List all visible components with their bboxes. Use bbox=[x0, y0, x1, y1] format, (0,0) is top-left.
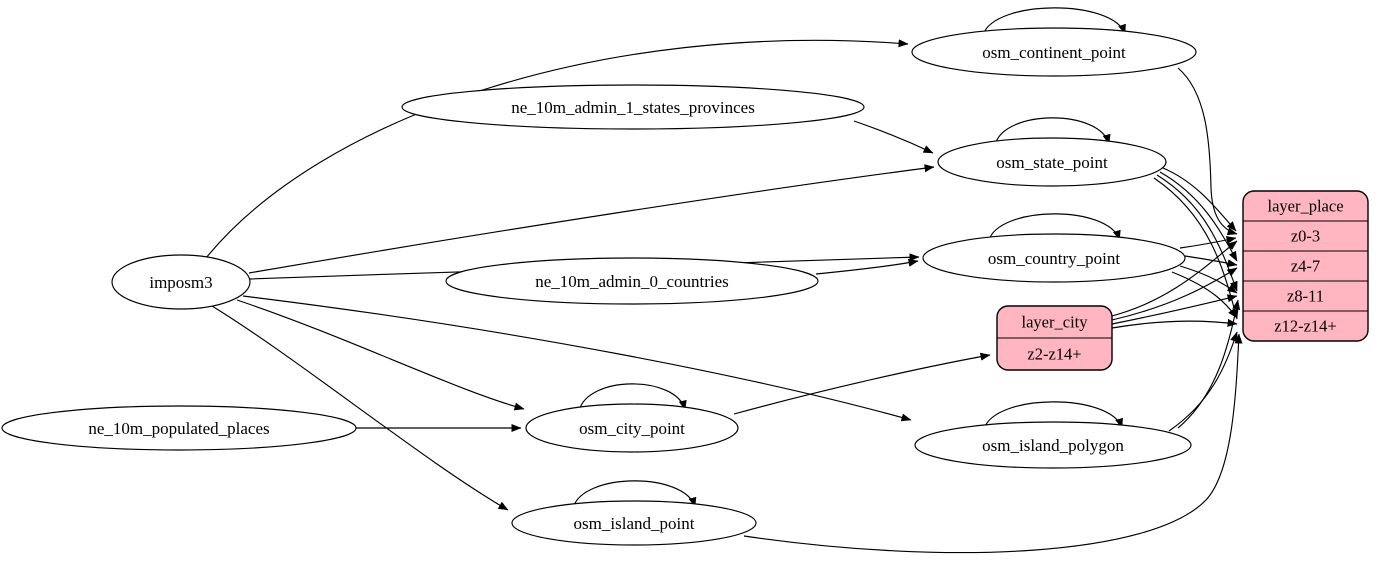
node-ne_10m_populated_places: ne_10m_populated_places bbox=[1, 405, 357, 451]
node-osm_continent_point: osm_continent_point bbox=[911, 27, 1197, 77]
ne_10m_admin_0_countries-label: ne_10m_admin_0_countries bbox=[535, 272, 729, 291]
osm_city_point-ellipse bbox=[525, 403, 739, 453]
edge-osm_island_point-to-osm_island_point bbox=[572, 480, 697, 509]
osm_island_point-ellipse bbox=[511, 500, 757, 546]
node-osm_state_point: osm_state_point bbox=[937, 137, 1167, 187]
osm_city_point-label: osm_city_point bbox=[579, 419, 685, 438]
edge-osm_state_point-to-layer_place-z8-11 bbox=[1156, 174, 1238, 292]
layer_place-field-z12-z14+: z12-z14+ bbox=[1274, 317, 1336, 336]
edge-osm_continent_point-to-layer_place-z0-3 bbox=[1177, 67, 1238, 236]
edge-imposm3-to-osm_continent_point bbox=[205, 39, 909, 259]
node-ne_10m_admin_0_countries: ne_10m_admin_0_countries bbox=[445, 257, 819, 305]
node-layer: imposm3 ne_10m_admin_1_states_provincesne… bbox=[1, 27, 1369, 546]
osm_country_point-label: osm_country_point bbox=[988, 249, 1120, 268]
layer_city-field-z2-z14+: z2-z14+ bbox=[1027, 345, 1081, 364]
edge-osm_country_point-to-layer_place-z12-z14+ bbox=[1171, 271, 1238, 319]
edge-osm_continent_point-to-osm_continent_point bbox=[982, 7, 1126, 36]
ne_10m_admin_1_states_provinces-ellipse bbox=[401, 84, 865, 130]
edge-layer_city-to-layer_place-z12-z14+ bbox=[1111, 318, 1238, 329]
edge-imposm3-to-osm_island_polygon bbox=[242, 295, 912, 422]
edge-ne_10m_admin_1_states_provinces-to-osm_state_point bbox=[853, 120, 934, 154]
layer_place-title: layer_place bbox=[1267, 197, 1343, 216]
imposm3-label: imposm3 bbox=[149, 273, 212, 292]
layer_place-field-z4-7: z4-7 bbox=[1291, 257, 1320, 276]
edge-ne_10m_admin_0_countries-to-osm_country_point bbox=[815, 258, 919, 275]
layer_city-title: layer_city bbox=[1022, 313, 1089, 332]
ne_10m_populated_places-label: ne_10m_populated_places bbox=[88, 419, 269, 438]
osm_country_point-ellipse bbox=[922, 233, 1186, 283]
ne_10m_admin_0_countries-ellipse bbox=[445, 257, 819, 305]
edge-osm_country_point-to-layer_place-z8-11 bbox=[1179, 265, 1238, 294]
node-layer_city: layer_city z2-z14+ bbox=[996, 305, 1113, 371]
node-osm_island_point: osm_island_point bbox=[511, 500, 757, 546]
layer_place-record bbox=[1242, 190, 1369, 342]
node-ne_10m_admin_1_states_provinces: ne_10m_admin_1_states_provinces bbox=[401, 84, 865, 130]
osm_continent_point-label: osm_continent_point bbox=[982, 43, 1126, 62]
edge-osm_island_polygon-to-layer_place-z12-z14+ bbox=[1168, 331, 1238, 432]
edge-osm_island_polygon-to-layer_place-z8-11 bbox=[1177, 299, 1241, 429]
edge-imposm3-to-osm_state_point bbox=[248, 164, 935, 274]
osm_state_point-ellipse bbox=[937, 137, 1167, 187]
osm_state_point-label: osm_state_point bbox=[996, 153, 1108, 172]
imposm3-ellipse bbox=[111, 254, 251, 310]
node-osm_country_point: osm_country_point bbox=[922, 233, 1186, 283]
ne_10m_admin_1_states_provinces-label: ne_10m_admin_1_states_provinces bbox=[511, 98, 755, 117]
node-osm_island_polygon: osm_island_polygon bbox=[914, 421, 1192, 469]
edge-osm_city_point-to-layer_city-z2-z14+ bbox=[733, 352, 991, 415]
edge-layer_city-to-layer_place-z4-7 bbox=[1111, 267, 1238, 321]
edge-imposm3-to-osm_island_point bbox=[211, 305, 509, 511]
osm_island_polygon-ellipse bbox=[914, 421, 1192, 469]
edge-osm_country_point-to-layer_place-z4-7 bbox=[1184, 255, 1238, 268]
ne_10m_populated_places-ellipse bbox=[1, 405, 357, 451]
osm_island_polygon-label: osm_island_polygon bbox=[982, 436, 1124, 455]
layer_place-field-z0-3: z0-3 bbox=[1291, 227, 1320, 246]
layer_place-field-z8-11: z8-11 bbox=[1287, 287, 1324, 306]
osm_continent_point-ellipse bbox=[911, 27, 1197, 77]
osm_island_point-label: osm_island_point bbox=[574, 514, 695, 533]
edge-layer bbox=[205, 7, 1243, 554]
edge-osm_state_point-to-layer_place-z4-7 bbox=[1159, 171, 1238, 262]
node-osm_city_point: osm_city_point bbox=[525, 403, 739, 453]
edge-layer_city-to-layer_place-z8-11 bbox=[1111, 294, 1238, 325]
edge-osm_island_point-to-layer_place-z12-z14+ bbox=[743, 333, 1243, 554]
edge-osm_country_point-to-osm_country_point bbox=[987, 213, 1121, 242]
edge-osm_city_point-to-osm_city_point bbox=[578, 383, 687, 412]
edge-osm_island_polygon-to-osm_island_polygon bbox=[983, 401, 1123, 430]
edge-osm_country_point-to-layer_place-z0-3 bbox=[1179, 236, 1237, 249]
node-imposm3: imposm3 bbox=[111, 254, 251, 310]
edge-osm_state_point-to-osm_state_point bbox=[994, 117, 1111, 146]
edge-layer_city-to-layer_place-z0-3 bbox=[1111, 240, 1238, 317]
edge-osm_state_point-to-layer_place-z0-3 bbox=[1162, 167, 1237, 232]
edge-imposm3-to-osm_city_point bbox=[236, 299, 525, 411]
node-layer_place: layer_place z0-3 z4-7 z8-11 z12-z14+ bbox=[1242, 190, 1369, 342]
